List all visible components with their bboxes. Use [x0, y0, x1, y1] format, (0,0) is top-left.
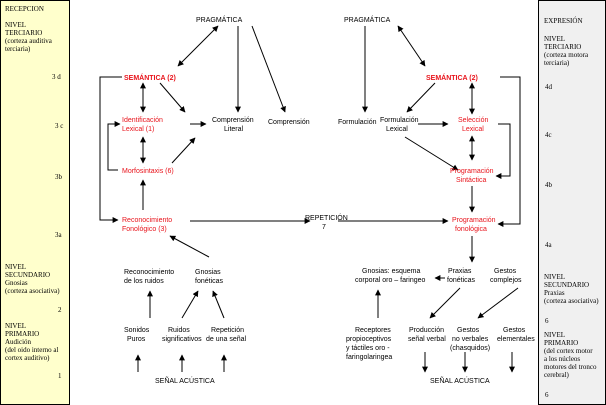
edge-semantica-loop-right [497, 76, 521, 227]
node-gestos-no-verbales-l2: no verbales [452, 336, 489, 343]
node-gnosias-esquema-l1: Gnosias: esquema [362, 268, 420, 275]
right-flow-nodes: PRAGMÁTICA SEMÁNTICA (2) Formulación For… [338, 15, 535, 385]
edge-semantica-loop-left [99, 76, 122, 223]
node-comprension-literal-l1: Comprensión [212, 117, 254, 124]
edge-pragmatica-comprension [251, 25, 286, 113]
node-gestos-complejos-l1: Gestos [494, 268, 517, 275]
left-flow-nodes: PRAGMÁTICA SEMÁNTICA (2) Identificación … [122, 15, 310, 385]
node-identificacion-lexical-l1: Identificación [122, 117, 163, 124]
reception-level-3c: 3 c [55, 122, 64, 130]
node-receptores-l2: propioceptivos [346, 336, 392, 343]
expression-level-4b: 4b [545, 181, 552, 189]
node-ruidos-l2: significativos [162, 336, 202, 343]
expression-level-4d: 4d [545, 83, 552, 91]
edge-seleccion-programacion-loop [495, 123, 511, 179]
node-senal-acustica-left: SEÑAL ACÚSTICA [155, 376, 215, 385]
expression-level-6b: 6 [545, 391, 549, 399]
node-gnosias-foneticas-l2: fonéticas [195, 278, 224, 285]
node-seleccion-lexical-l1: Selección [458, 117, 488, 124]
node-reconocimiento-fonologico-l2: Fonológico (3) [122, 226, 167, 233]
reception-header: RECEPCION [5, 5, 44, 13]
reception-level-3d: 3 d [52, 73, 61, 81]
node-semantica-left: SEMÁNTICA (2) [124, 73, 176, 82]
edge-praxias-produccion [429, 287, 461, 319]
expression-header: EXPRESIÓN [544, 17, 583, 25]
reception-primary-label: NIVEL PRIMARIO Audición (del oido intern… [5, 322, 59, 362]
edge-morfosintaxis-identificacion [107, 121, 121, 171]
node-identificacion-lexical-l2: Lexical (1) [122, 126, 154, 133]
node-produccion-l1: Producción [409, 327, 444, 334]
expression-level-4a: 4a [545, 241, 552, 249]
node-seleccion-lexical-l2: Lexical [462, 126, 484, 133]
edge-ruidos-gnosias [181, 290, 199, 319]
edge-pragmatica-semantica-left [177, 25, 219, 67]
edge-semantica-formulacion-lexical [406, 82, 436, 113]
node-gnosias-foneticas-l1: Gnosias [195, 269, 221, 276]
reception-tertiary-label: NIVEL TERCIARIO (corteza auditiva tercia… [5, 21, 52, 53]
reception-level-1: 1 [58, 372, 62, 380]
node-formulacion-lexical-l2: Lexical [386, 126, 408, 133]
left-flow-connectors [99, 25, 449, 372]
node-receptores-l1: Receptores [355, 327, 391, 334]
node-formulacion: Formulación [338, 119, 377, 126]
reception-secondary-label: NIVEL SECUNDARIO Gnosias (corteza asocia… [5, 263, 60, 295]
expression-panel: EXPRESIÓN NIVEL TERCIARIO (corteza motor… [538, 0, 606, 405]
node-comprension: Comprensión [268, 119, 310, 126]
node-praxias-foneticas-l1: Praxias [448, 268, 472, 275]
node-programacion-fonologica-l1: Programación [452, 217, 496, 224]
expression-secondary-label: NIVEL SECUNDARIO Praxias (corteza asocia… [544, 273, 599, 305]
expression-primary-label: NIVEL PRIMARIO (del cortex motor a los n… [544, 331, 597, 379]
edge-pragmatica-semantica-right [397, 25, 426, 67]
node-gnosias-esquema-l2: corporal oro – faringeo [355, 277, 426, 284]
right-flow-connectors [362, 25, 521, 373]
node-repeticion-l2: 7 [322, 224, 326, 231]
node-programacion-sintactica-l1: Programación [450, 168, 494, 175]
node-pragmatica-left: PRAGMÁTICA [196, 15, 243, 24]
reception-level-2: 2 [58, 306, 62, 314]
expression-tertiary-label: NIVEL TERCIARIO (corteza motora terciari… [544, 35, 589, 67]
node-morfosintaxis: Morfosintaxis (6) [122, 168, 174, 175]
edge-gestos-complejos-no-verbales [477, 287, 519, 319]
node-praxias-foneticas-l2: fonéticas [447, 277, 476, 284]
node-receptores-l3: y táctiles oro - [346, 345, 390, 352]
edge-morfosintaxis-comprension [171, 137, 196, 164]
node-reconocimiento-ruidos-l1: Reconocimiento [124, 269, 174, 276]
node-reconocimiento-ruidos-l2: de los ruidos [124, 278, 164, 285]
edge-formulacion-programacion [404, 136, 459, 171]
node-sonidos-l2: Puros [127, 336, 146, 343]
node-semantica-right: SEMÁNTICA (2) [426, 73, 478, 82]
reception-panel: RECEPCION NIVEL TERCIARIO (corteza audit… [0, 0, 70, 405]
edge-repeticion-senal-gnosias [212, 290, 225, 319]
node-repeticion-senal-l2: de una señal [206, 336, 247, 343]
node-programacion-sintactica-l2: Sintáctica [456, 177, 486, 184]
node-gestos-elementales-l2: elementales [497, 336, 535, 343]
node-gestos-no-verbales-l3: (chasquidos) [450, 345, 490, 352]
node-ruidos-l1: Ruidos [168, 327, 190, 334]
node-sonidos-l1: Sonidos [124, 327, 150, 334]
node-formulacion-lexical-l1: Formulación [380, 117, 419, 124]
node-gestos-elementales-l1: Gestos [503, 327, 526, 334]
node-produccion-l2: señal verbal [408, 336, 446, 343]
node-reconocimiento-fonologico-l1: Reconocimiento [122, 217, 172, 224]
edge-gnosias-reconocimiento [169, 235, 210, 258]
node-receptores-l4: faringolaringea [346, 354, 392, 361]
node-pragmatica-right: PRAGMÁTICA [344, 15, 391, 24]
node-programacion-fonologica-l2: fonológica [455, 226, 487, 233]
expression-level-6a: 6 [545, 317, 549, 325]
center-nodes: REPETICIÓN 7 [305, 213, 348, 231]
node-gestos-no-verbales-l1: Gestos [457, 327, 480, 334]
node-senal-acustica-right: SEÑAL ACÚSTICA [430, 376, 490, 385]
node-comprension-literal-l2: Literal [224, 126, 244, 133]
edge-semantica-comprension-left [159, 82, 186, 113]
reception-level-3a: 3a [55, 231, 62, 239]
reception-level-3b: 3b [55, 173, 62, 181]
expression-level-4c: 4c [545, 131, 552, 139]
node-repeticion-senal-l1: Repetición [211, 327, 244, 334]
node-repeticion-l1: REPETICIÓN [305, 213, 348, 222]
node-gestos-complejos-l2: complejos [490, 277, 522, 284]
